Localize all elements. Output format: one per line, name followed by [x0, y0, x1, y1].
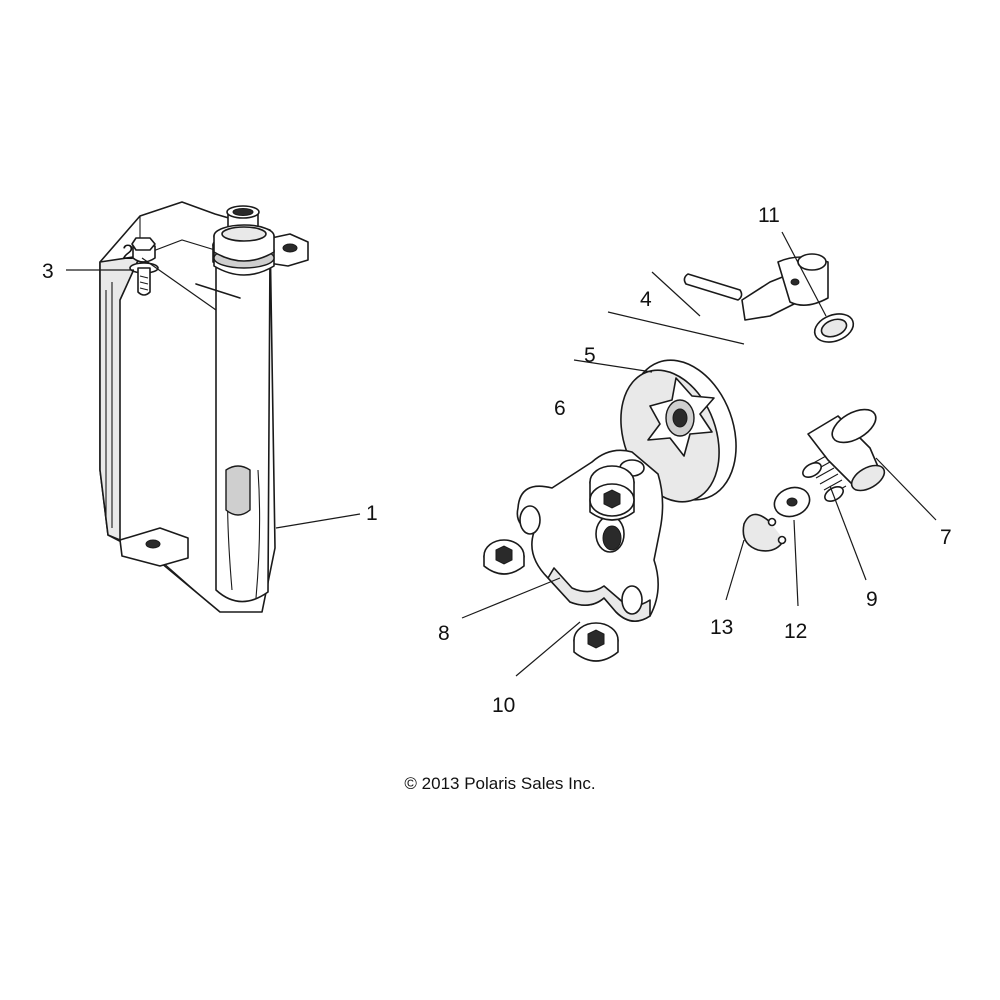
leader-9	[829, 485, 867, 581]
part-13-retaining-ring	[742, 513, 787, 552]
part-5-drive-shaft	[741, 253, 829, 321]
callout-13: 13	[710, 616, 733, 639]
leader-8	[461, 577, 561, 619]
copyright-notice: © 2013 Polaris Sales Inc.	[404, 774, 596, 793]
callout-6: 6	[554, 397, 566, 420]
leader-11	[781, 231, 827, 317]
callout-8: 8	[438, 622, 450, 645]
part-9-spring	[802, 455, 847, 503]
callout-11: 11	[758, 204, 780, 227]
part-7-valve-cap	[807, 408, 886, 492]
callout-10: 10	[492, 694, 515, 717]
callout-12: 12	[784, 620, 807, 643]
leader-2	[141, 257, 217, 311]
part-4-pin	[195, 273, 743, 301]
part-10-socket-bolts	[483, 465, 635, 662]
leader-12	[793, 519, 799, 607]
part-1-oil-strainer	[99, 201, 309, 613]
part-8-pump-body	[516, 449, 664, 622]
leader-1	[275, 513, 361, 529]
part-11-washer	[813, 313, 855, 343]
callout-1: 1	[366, 502, 378, 525]
leader-4	[651, 271, 701, 317]
leader-lines	[66, 231, 937, 677]
leader-5	[607, 311, 745, 345]
leader-10	[515, 621, 581, 677]
part-2-seal-plug	[213, 224, 275, 276]
callout-2: 2	[122, 241, 134, 264]
callout-4: 4	[640, 288, 652, 311]
callout-9: 9	[866, 588, 878, 611]
callout-5: 5	[584, 344, 596, 367]
part-3-flange-bolt	[129, 237, 159, 296]
part-12-flat-washer	[773, 486, 811, 518]
leader-6	[573, 359, 653, 373]
leader-13	[725, 539, 745, 601]
callout-3: 3	[42, 260, 54, 283]
leader-7	[875, 457, 937, 521]
callout-7: 7	[940, 526, 952, 549]
callout-numbers: 1 2 3 4 5 6 7 8 9 10 11 12 13	[42, 204, 952, 717]
